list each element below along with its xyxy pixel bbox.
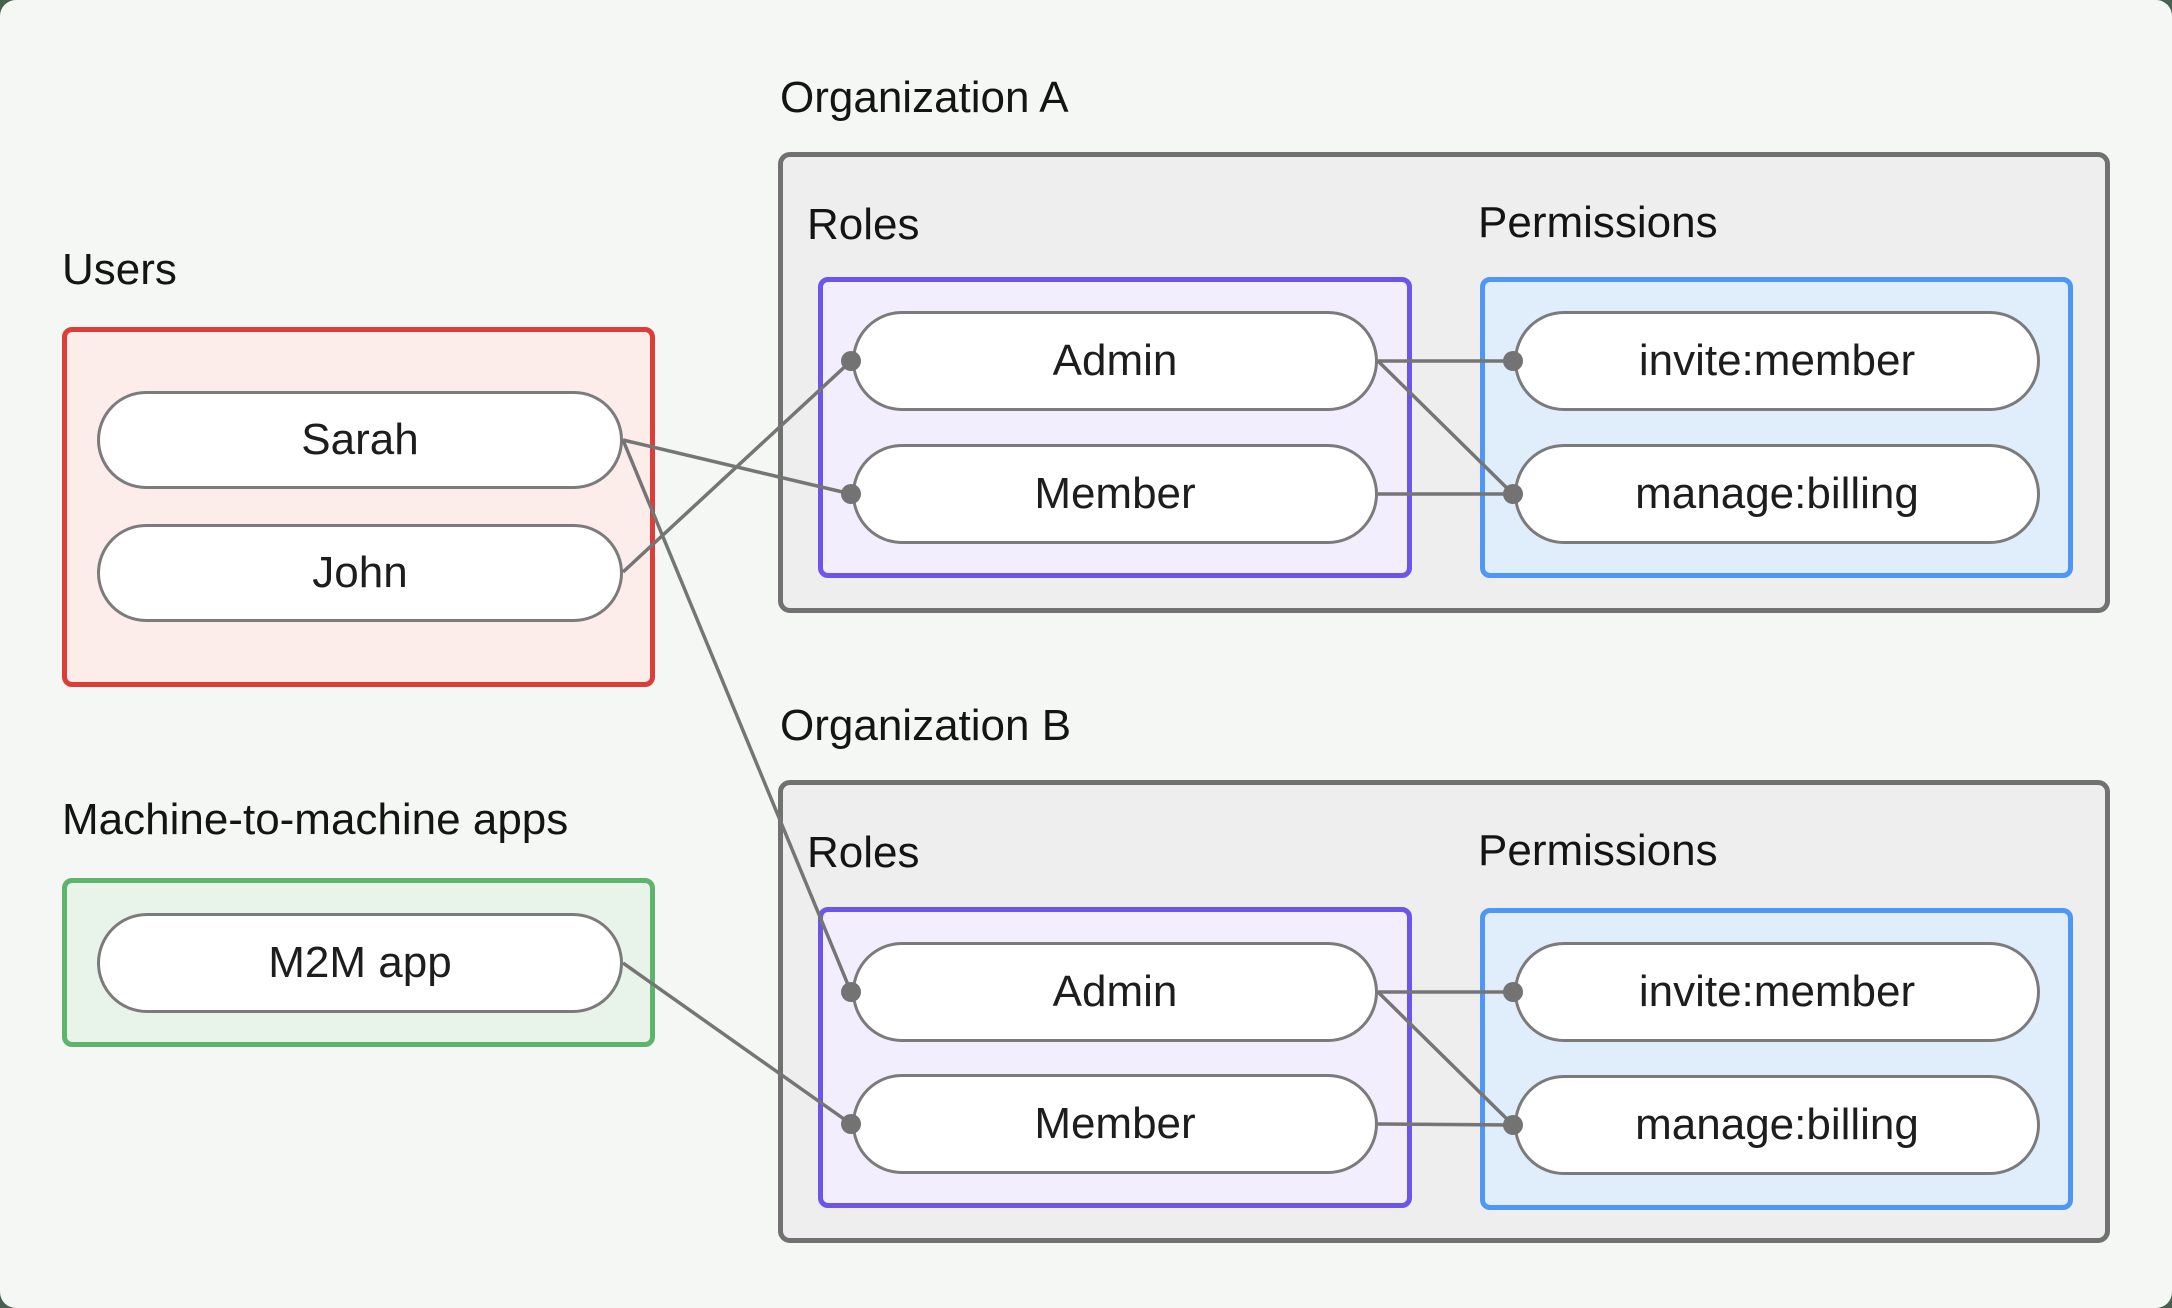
- org-b-permissions-label: Permissions: [1478, 826, 1718, 875]
- org-a-role-member: Member: [852, 444, 1378, 544]
- user-node-sarah: Sarah: [97, 391, 623, 489]
- user-node-john: John: [97, 524, 623, 622]
- org-b-roles-label: Roles: [807, 828, 920, 877]
- org-a-permission-manage-billing: manage:billing: [1514, 444, 2040, 544]
- users-label: Users: [62, 245, 177, 294]
- org-a-permission-invite-member: invite:member: [1514, 311, 2040, 411]
- org-b-title: Organization B: [780, 701, 1072, 750]
- org-a-roles-label: Roles: [807, 200, 920, 249]
- org-a-title: Organization A: [780, 73, 1069, 122]
- m2m-label: Machine-to-machine apps: [62, 795, 569, 844]
- m2m-node: M2M app: [97, 913, 623, 1013]
- users-box: [62, 327, 655, 687]
- org-b-role-admin: Admin: [852, 942, 1378, 1042]
- org-b-role-member: Member: [852, 1074, 1378, 1174]
- org-b-permission-invite-member: invite:member: [1514, 942, 2040, 1042]
- org-b-permission-manage-billing: manage:billing: [1514, 1075, 2040, 1175]
- org-a-role-admin: Admin: [852, 311, 1378, 411]
- org-a-permissions-label: Permissions: [1478, 198, 1718, 247]
